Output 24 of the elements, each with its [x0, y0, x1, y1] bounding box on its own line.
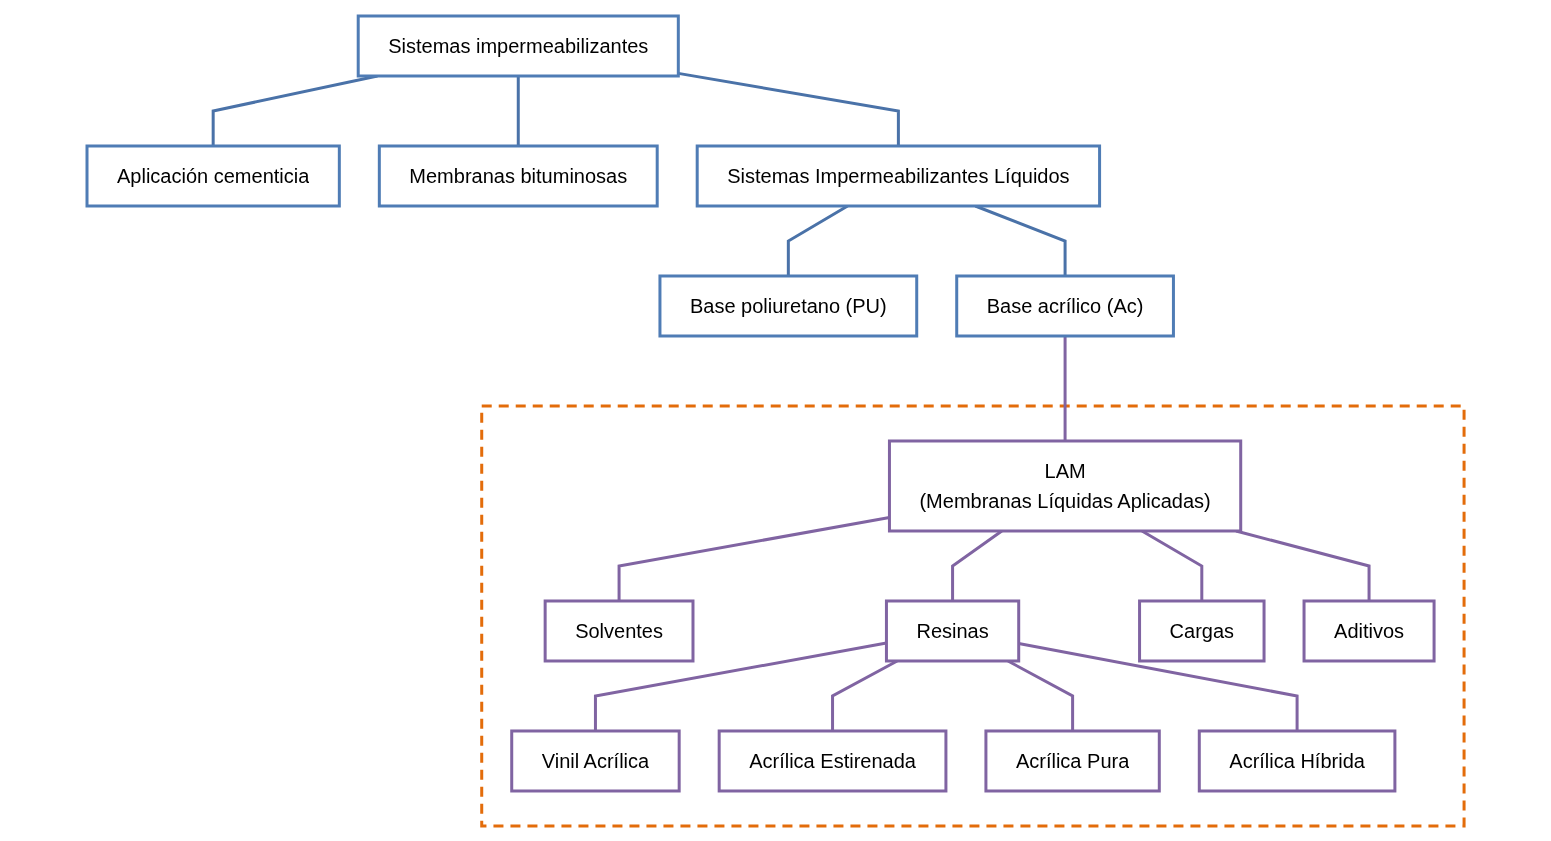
node-box: Resinas: [884, 599, 1021, 662]
node-box: Membranas bituminosas: [377, 144, 659, 207]
node-box: Cargas: [1138, 599, 1266, 662]
node-box: Acrílica Pura: [984, 729, 1161, 792]
node-box: Vinil Acrílica: [510, 729, 681, 792]
connector: [1235, 529, 1371, 601]
node-box: Aditivos: [1302, 599, 1436, 662]
connector: [211, 74, 378, 146]
node-box: Sistemas impermeabilizantes: [356, 14, 680, 77]
connector: [1018, 641, 1299, 731]
node-box: Base poliuretano (PU): [658, 274, 919, 337]
node-box: Base acrílico (Ac): [955, 274, 1175, 337]
node-box: Solventes: [543, 599, 695, 662]
node-box: Aplicación cementicia: [85, 144, 341, 207]
node-box: Acrílica Híbrida: [1197, 729, 1397, 792]
connector: [678, 71, 900, 146]
connector: [593, 641, 887, 731]
connector: [1063, 335, 1067, 441]
cluster: [480, 404, 1466, 827]
node-box: Acrílica Estirenada: [717, 729, 948, 792]
connector: [617, 515, 890, 601]
node-box: LAM (Membranas Líquidas Aplicadas): [887, 439, 1243, 532]
connector: [516, 75, 520, 146]
node-box: Sistemas Impermeabilizantes Líquidos: [695, 144, 1102, 207]
